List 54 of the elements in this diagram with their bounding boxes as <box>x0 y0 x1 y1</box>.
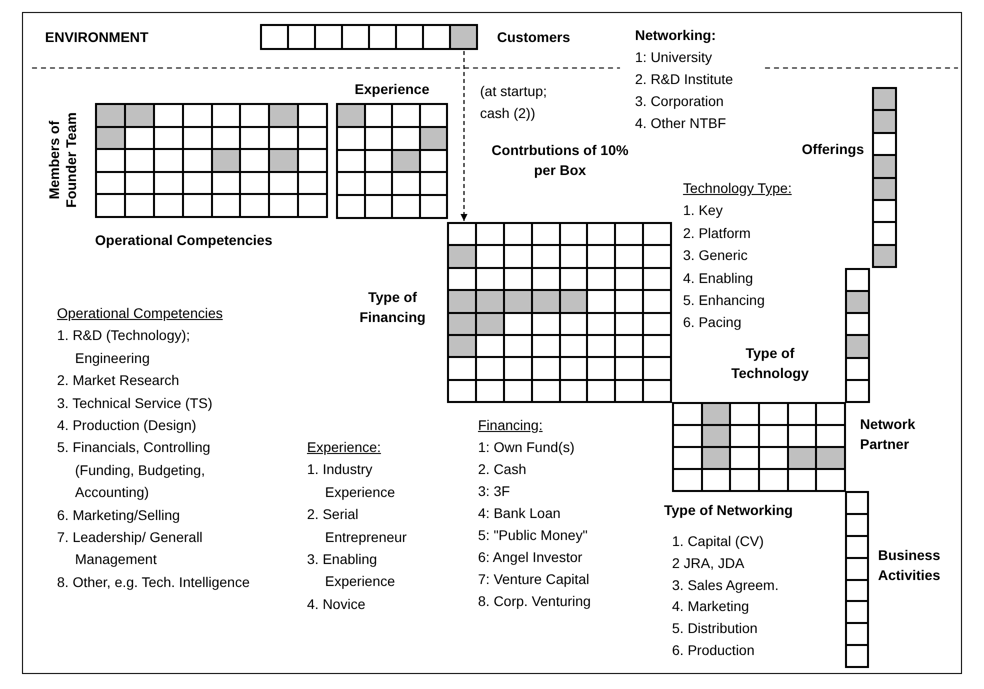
list-heading: Operational Competencies <box>57 304 224 323</box>
list-item: 8. Corp. Venturing <box>478 592 592 611</box>
list-item: 6. Marketing/Selling <box>57 506 181 525</box>
list-item: 6. Pacing <box>683 313 742 332</box>
list-heading: Experience: <box>307 438 382 457</box>
dashed-arrow <box>460 51 468 221</box>
grid-title: Operational Competencies <box>95 231 274 250</box>
list-item: 1. R&D (Technology); Engineering <box>57 326 192 368</box>
list-item: 1. Industry Experience <box>307 460 396 502</box>
list-item: 4. Novice <box>307 594 366 614</box>
list-item: 6. Production <box>672 640 756 660</box>
list-item: 5. Financials, Controlling (Funding, Budgeting, Accounting) <box>57 438 212 502</box>
grid-title: Customers <box>497 28 572 47</box>
grid-title: Experience <box>354 80 430 99</box>
list-item: 5: "Public Money" <box>478 526 589 545</box>
list-item: 2. Platform <box>683 224 752 243</box>
list-item: 1. Capital (CV) <box>672 532 765 551</box>
list-heading: Technology Type: <box>683 179 793 198</box>
list-item: 3. Corporation <box>635 92 725 111</box>
list-item: 5. Enhancing <box>683 291 766 310</box>
list-item: 4. Production (Design) <box>57 416 198 436</box>
list-item: 7: Venture Capital <box>478 570 590 589</box>
list-item: 1: University <box>635 48 714 67</box>
grid-title: Type of Technology <box>730 344 810 383</box>
grid-title: Type of Financing <box>358 288 427 327</box>
grid-title: Network Partner <box>860 415 916 454</box>
list-item: 8. Other, e.g. Tech. Intelligence <box>57 572 251 592</box>
list-heading: ENVIRONMENT <box>45 28 150 47</box>
list-item: 4. Marketing <box>672 597 750 616</box>
list-item: 3. Technical Service (TS) <box>57 394 214 413</box>
list-item: 3: 3F <box>478 482 511 501</box>
list-item: 2. Cash <box>478 460 528 479</box>
list-item: 3. Generic <box>683 246 749 266</box>
list-item: 1. Key <box>683 201 724 220</box>
list-item: 2 JRA, JDA <box>672 554 746 573</box>
list-item: 6: Angel Investor <box>478 548 584 567</box>
list-item: 4. Enabling <box>683 268 754 288</box>
list-heading: Networking: <box>635 26 717 45</box>
list-item: 1: Own Fund(s) <box>478 438 576 457</box>
list-item: 2. Serial Entrepreneur <box>307 505 408 547</box>
list-item: 3. Enabling Experience <box>307 550 396 592</box>
list-item: 5. Distribution <box>672 619 759 638</box>
axis-title: Members of Founder Team <box>45 111 80 210</box>
list-item: 3. Sales Agreem. <box>672 576 780 595</box>
grid-title: Business Activities <box>878 546 942 585</box>
grid-title: Type of Networking <box>664 501 794 520</box>
list-item: 4. Other NTBF <box>635 114 728 133</box>
list-item: 2. Market Research <box>57 371 180 390</box>
grid-title: Offerings <box>800 140 864 159</box>
grid-title: Contrbutions of 10% per Box <box>490 141 630 180</box>
list-item: 7. Leadership/ Generall Management <box>57 528 204 570</box>
list-heading: Financing: <box>478 416 544 435</box>
list-item: 4: Bank Loan <box>478 504 562 523</box>
list-item: 2. R&D Institute <box>635 70 734 89</box>
